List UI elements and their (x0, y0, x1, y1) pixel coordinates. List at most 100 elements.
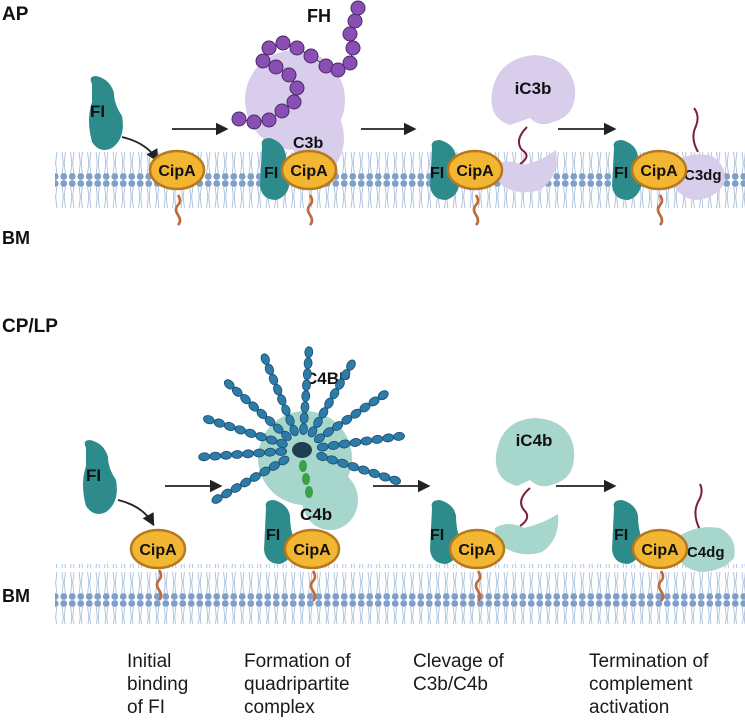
c4bp-bead (301, 390, 311, 402)
c4bp-arm (223, 379, 292, 442)
c4bp-arm (316, 431, 405, 452)
lipid-anchor (306, 194, 314, 226)
lipid-anchor (474, 570, 482, 602)
cleaved-linker (517, 126, 528, 165)
ic4b-fragment (495, 418, 575, 487)
cipa-label: CipA (456, 163, 494, 180)
c4bp-bead (377, 390, 389, 401)
caption-line: Formation of (244, 651, 351, 672)
lipid-anchor (155, 569, 163, 601)
c4bp-bead (303, 357, 313, 370)
c4bp-bead (302, 379, 311, 392)
cipa-label: CipA (158, 163, 196, 180)
c4bp-bead (378, 472, 391, 482)
c4bp-bead (389, 475, 401, 485)
cipa-protein (148, 149, 206, 191)
c4dg-fragment (676, 527, 735, 572)
cipa-label: CipA (293, 542, 331, 559)
c4bp-bead (302, 368, 312, 381)
cp-membrane (55, 564, 745, 624)
c4bp-arms (198, 346, 405, 504)
c4bp-bead (213, 418, 226, 428)
cipa-label: CipA (139, 542, 177, 559)
c4bp-bead (371, 434, 384, 444)
c4bp-bead (242, 449, 254, 459)
cipa-protein (631, 528, 689, 570)
c4bp-bead (234, 425, 246, 435)
cipa-protein (283, 528, 341, 570)
fh-label: FH (307, 6, 331, 26)
caption-line: activation (589, 697, 670, 718)
caption-line: Initial (127, 651, 172, 672)
caption-line: complex (244, 697, 315, 718)
c4b-molecule-lobe (302, 470, 358, 530)
fi-label: FI (90, 102, 105, 121)
c4bp-bead (368, 468, 381, 479)
c4bp-arm (307, 359, 356, 438)
cipa-label: CipA (640, 163, 678, 180)
caption-cleavage: Clevage of C3b/C4b (413, 650, 504, 696)
c4bp-arm (198, 447, 287, 462)
c3b-label: C3b (293, 135, 323, 152)
cipa-protein (129, 528, 187, 570)
cp-membrane-label: BM (2, 586, 30, 606)
c4bp-arm (316, 451, 401, 485)
c4bp-bead (198, 452, 211, 462)
lipid-anchor (656, 194, 664, 226)
c4bp-bead (349, 438, 362, 447)
c4bp-bead (211, 494, 223, 504)
lipid-anchor (657, 570, 665, 602)
ic3b-fragment (491, 55, 576, 125)
c4bp-bead (300, 401, 310, 413)
c4bp-bead (260, 353, 270, 365)
c3b-remnant (494, 150, 557, 193)
caption-line: binding (127, 674, 189, 695)
cipa-label: CipA (290, 163, 328, 180)
c4bp-core (292, 442, 312, 458)
c4bp-arm (299, 346, 314, 435)
c4bp-arm (203, 415, 288, 449)
lipid-anchor (309, 570, 317, 602)
c4bp-arm (211, 455, 290, 504)
ic3b-label: iC3b (515, 79, 552, 98)
caption-formation-complex: Formation of quadripartite complex (244, 650, 351, 719)
caption-line: Clevage of (413, 651, 504, 672)
c4dg-label: C4dg (687, 544, 725, 561)
fi-molecule (612, 140, 642, 200)
c4bp-bead (393, 431, 405, 441)
c4b-label: C4b (300, 505, 332, 524)
c4bp-bead (231, 450, 244, 459)
c4bp-bead (209, 451, 222, 461)
c4bp-bead (382, 433, 395, 443)
cleaved-linker (519, 487, 531, 527)
fi-label: FI (430, 165, 444, 182)
c4bp-bead (299, 412, 309, 424)
c4bp-bead (223, 379, 235, 390)
fi-label: FI (266, 527, 280, 544)
cipa-protein (280, 149, 338, 191)
c4bp-bead (244, 428, 257, 438)
fi-label: FI (264, 165, 278, 182)
caption-line: quadripartite (244, 674, 350, 695)
c3dg-label: C3dg (684, 167, 722, 184)
c4bp-bead (253, 448, 265, 458)
c4bp-bead (223, 421, 236, 432)
cleaved-linker (692, 107, 699, 153)
c4bp-bead (203, 415, 215, 425)
caption-line: Termination of (589, 651, 709, 672)
cipa-protein (446, 149, 504, 191)
fi-molecule (83, 440, 117, 514)
c4bp-arm (260, 353, 299, 437)
cp-panel-title: CP/LP (2, 316, 58, 337)
c4bp-arm (313, 390, 389, 444)
caption-line: complement (589, 674, 693, 695)
caption-termination: Termination of complement activation (589, 650, 708, 719)
c4bp-bead (304, 346, 314, 359)
ap-panel-title: AP (2, 4, 29, 25)
caption-line: of FI (127, 697, 166, 718)
c4b-remnant (494, 514, 559, 555)
c4bp-bead (358, 465, 370, 475)
fi-label: FI (86, 466, 101, 485)
fi-molecule (430, 140, 460, 200)
